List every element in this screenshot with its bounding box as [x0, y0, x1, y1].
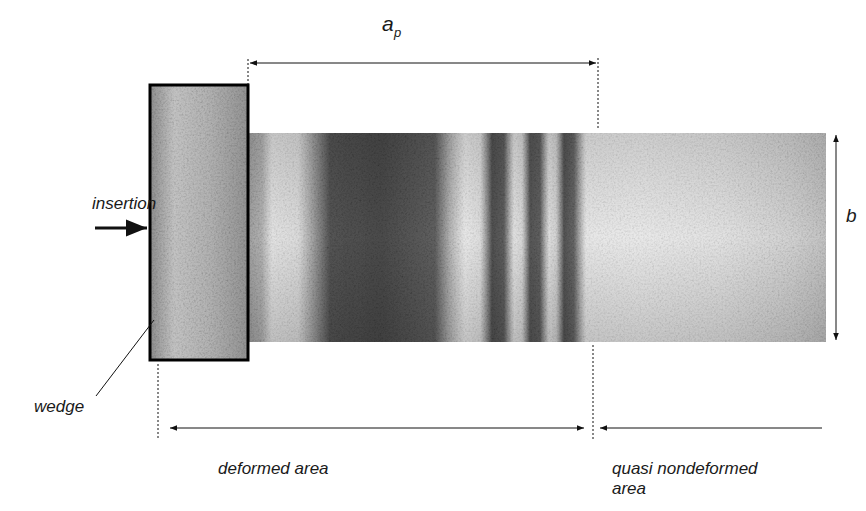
dimension-arrow [250, 63, 596, 64]
extension-line [593, 345, 594, 440]
dimension-arrow [836, 135, 837, 340]
wedge-outline [150, 85, 248, 360]
label-text: deformed area [218, 459, 329, 479]
label-text: p [394, 26, 401, 41]
extension-line [158, 364, 159, 440]
wedge-image [150, 85, 248, 360]
dimension-arrow [170, 428, 584, 429]
leader-line [96, 320, 154, 396]
label-text: quasi nondeformed area [612, 459, 772, 498]
label-text: wedge [34, 397, 84, 417]
specimen-strip [248, 133, 826, 342]
insertion-arrow [95, 227, 147, 230]
extension-line [248, 58, 249, 85]
extension-line [598, 58, 599, 130]
strip-shading [248, 133, 826, 342]
label-text: a [382, 12, 394, 36]
dimension-arrow [600, 428, 822, 429]
label-text: b [846, 205, 857, 227]
label-text: insertion [92, 194, 156, 214]
